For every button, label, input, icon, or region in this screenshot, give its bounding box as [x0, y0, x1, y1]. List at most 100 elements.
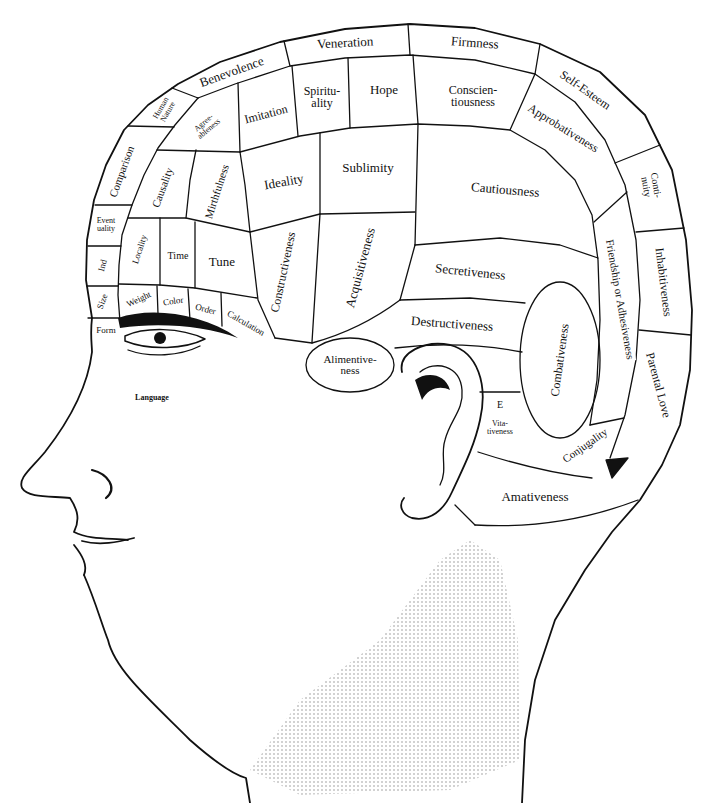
faculty-label: Hope — [369, 83, 399, 96]
faculty-region: Event uality — [96, 217, 117, 233]
faculty-label: Weight — [124, 290, 153, 310]
faculty-label: Locality — [131, 233, 150, 266]
region-border — [400, 298, 525, 303]
region-border — [128, 126, 174, 127]
faculty-label: Veneration — [316, 35, 375, 51]
region-border — [188, 289, 190, 320]
faculty-region: Veneration — [316, 35, 375, 51]
faculty-label: Alimentive- ness — [322, 354, 377, 376]
faculty-region: Ideality — [262, 172, 305, 192]
faculty-region: Tune — [208, 255, 236, 268]
faculty-label: Agree- ableness — [191, 110, 224, 141]
faculty-region: Cautiousness — [469, 180, 541, 199]
region-border — [221, 293, 222, 326]
region-border — [319, 133, 320, 214]
region-border — [88, 245, 121, 246]
faculty-label: Ideality — [262, 172, 305, 192]
faculty-region: Form — [95, 326, 117, 335]
region-border — [306, 338, 394, 392]
faculty-region: Hope — [369, 83, 399, 96]
region-border — [415, 124, 418, 245]
region-border — [118, 98, 198, 322]
faculty-label: Friendship or Adhesiveness — [604, 238, 637, 362]
black-corner — [606, 458, 628, 478]
region-border — [455, 505, 475, 525]
faculty-region: Vita- tiveness — [486, 420, 514, 436]
faculty-label: Cautiousness — [469, 180, 541, 199]
faculty-region: Order — [193, 303, 218, 318]
faculty-label: Constructiveness — [268, 230, 297, 315]
faculty-region: Inhabitiveness — [654, 246, 675, 318]
region-border — [172, 88, 198, 98]
faculty-label: Parental Love — [643, 350, 673, 420]
region-border — [639, 330, 691, 335]
head-outline — [86, 24, 692, 803]
faculty-label: Mirthfulness — [203, 163, 232, 222]
region-border — [198, 55, 640, 458]
faculty-region: Spiritu- ality — [303, 85, 342, 109]
lips — [74, 538, 134, 575]
region-border — [250, 212, 415, 232]
faculty-region: Weight — [124, 290, 153, 310]
region-border — [475, 500, 638, 526]
region-border — [615, 145, 660, 163]
faculty-region: Constructiveness — [268, 230, 297, 315]
faculty-label: Ind — [97, 258, 109, 274]
faculty-region: Agree- ableness — [191, 110, 224, 141]
faculty-label: Destructiveness — [409, 314, 494, 333]
nostril — [92, 470, 111, 498]
region-border — [159, 218, 160, 285]
faculty-label: Acquisitiveness — [343, 226, 378, 311]
region-border — [400, 245, 415, 300]
faculty-region: Alimentive- ness — [322, 354, 377, 376]
faculty-region: Acquisitiveness — [343, 226, 378, 311]
region-border — [157, 286, 158, 314]
faculty-label: Event uality — [96, 217, 117, 233]
faculty-region: Friendship or Adhesiveness — [604, 238, 637, 362]
faculty-label: Conscien- tiousness — [448, 84, 499, 108]
faculty-label: Order — [193, 303, 218, 318]
faculty-label: Sublimity — [341, 161, 394, 174]
faculty-region: Firmness — [450, 35, 500, 52]
region-border — [292, 66, 298, 136]
faculty-region: Ind — [97, 258, 109, 274]
region-border — [194, 222, 195, 288]
region-border — [348, 58, 350, 128]
faculty-label: Imitation — [242, 102, 290, 126]
faculty-label: Conjugality — [560, 426, 611, 466]
faculty-label: Vita- tiveness — [486, 420, 514, 436]
region-border — [95, 204, 132, 205]
region-border — [284, 41, 290, 66]
region-border — [535, 44, 540, 74]
faculty-label: Combativeness — [549, 322, 572, 398]
faculty-region: Parental Love — [643, 350, 673, 420]
faculty-label: Time — [167, 251, 190, 261]
faculty-label: Amativeness — [500, 490, 569, 503]
eye — [125, 330, 205, 348]
faculty-region: Sublimity — [341, 161, 394, 174]
faculty-label: Size — [96, 292, 111, 312]
region-border — [415, 238, 598, 258]
faculty-label: E — [496, 400, 504, 410]
faculty-region: Size — [96, 292, 111, 312]
faculty-label: Tune — [208, 255, 236, 268]
area-label: Language — [135, 393, 169, 402]
region-border — [186, 150, 196, 218]
face-profile — [21, 318, 128, 540]
faculty-region: Conscien- tiousness — [448, 84, 499, 108]
eye-lash — [128, 346, 200, 355]
ear — [401, 344, 482, 519]
faculty-label: Self-Esteem — [557, 68, 614, 113]
faculty-region: Causality — [150, 166, 175, 211]
region-border — [87, 285, 118, 286]
faculty-label: Form — [95, 326, 117, 335]
ear-shadow — [415, 375, 450, 400]
faculty-region: Locality — [131, 233, 150, 266]
faculty-label: Secretiveness — [433, 262, 507, 283]
region-border — [480, 391, 520, 392]
region-border — [408, 24, 410, 55]
faculty-label: Approbativeness — [525, 101, 602, 155]
